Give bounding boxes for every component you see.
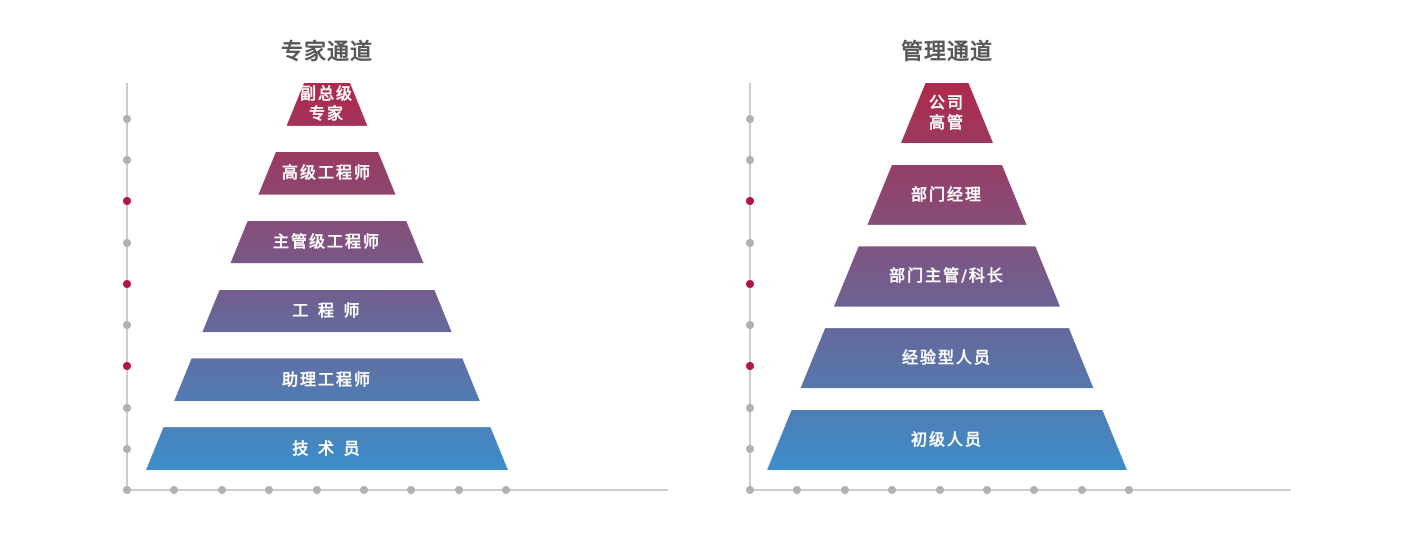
- gray-axis-dot: [746, 486, 754, 494]
- pyramid-level-5: 初级人员: [767, 409, 1127, 470]
- pyramid-level-label: 公司: [928, 93, 965, 113]
- chart-title: 专家通道: [280, 40, 373, 65]
- pyramid-level-label: 专家: [308, 104, 345, 124]
- gray-axis-dot: [123, 156, 131, 165]
- gray-axis-dot: [123, 444, 131, 453]
- gray-axis-dot: [840, 486, 849, 494]
- gray-axis-dot: [265, 486, 274, 494]
- pyramid-level-2: 部门经理: [867, 164, 1027, 225]
- pyramid-level-label: 工 程 师: [292, 300, 362, 320]
- pyramid-level-label: 助理工程师: [281, 369, 372, 389]
- gray-axis-dot: [1125, 486, 1134, 494]
- gray-axis-dot: [746, 403, 754, 412]
- pyramid-level-label: 副总级: [299, 84, 354, 104]
- red-axis-dot: [746, 279, 754, 288]
- gray-axis-dot: [123, 403, 131, 412]
- pyramid-level-1: 公司高管: [900, 83, 994, 144]
- pyramid-level-label: 部门主管/科长: [889, 266, 1005, 286]
- gray-axis-dot: [983, 486, 991, 494]
- pyramid-level-label: 部门经理: [910, 184, 983, 204]
- red-axis-dot: [746, 362, 754, 371]
- x-axis-line: [127, 489, 668, 491]
- gray-axis-dot: [793, 486, 802, 494]
- pyramid-level-3: 部门主管/科长: [833, 246, 1061, 307]
- gray-axis-dot: [407, 486, 416, 494]
- gray-axis-dot: [746, 115, 754, 123]
- gray-axis-dot: [888, 486, 897, 494]
- red-axis-dot: [746, 197, 754, 206]
- pyramid-level-label: 经验型人员: [901, 348, 992, 368]
- gray-axis-dot: [123, 238, 131, 247]
- pyramid-level-3: 主管级工程师: [230, 220, 424, 264]
- red-axis-dot: [123, 197, 131, 206]
- gray-axis-dot: [312, 486, 321, 494]
- gray-axis-dot: [746, 238, 754, 247]
- pyramid-level-4: 经验型人员: [800, 328, 1094, 389]
- red-axis-dot: [123, 279, 131, 288]
- gray-axis-dot: [123, 321, 131, 330]
- gray-axis-dot: [123, 486, 131, 494]
- pyramid-level-6: 技 术 员: [146, 427, 508, 470]
- gray-axis-dot: [454, 486, 463, 494]
- pyramid-level-label: 高级工程师: [281, 163, 372, 183]
- pyramid-level-label: 高管: [928, 113, 965, 133]
- gray-axis-dot: [1030, 486, 1039, 494]
- gray-axis-dot: [746, 444, 754, 453]
- pyramid-level-5: 助理工程师: [174, 358, 480, 401]
- x-axis-line: [750, 489, 1291, 491]
- pyramid-level-label: 初级人员: [910, 429, 983, 449]
- gray-axis-dot: [123, 115, 131, 123]
- red-axis-dot: [123, 362, 131, 371]
- gray-axis-dot: [502, 486, 511, 494]
- gray-axis-dot: [217, 486, 226, 494]
- pyramid-level-2: 高级工程师: [258, 151, 396, 195]
- gray-axis-dot: [1077, 486, 1086, 494]
- chart-title: 管理通道: [900, 40, 993, 65]
- gray-axis-dot: [360, 486, 368, 494]
- gray-axis-dot: [746, 156, 754, 165]
- pyramid-level-label: 主管级工程师: [272, 232, 381, 252]
- gray-axis-dot: [746, 321, 754, 330]
- pyramid-level-label: 技 术 员: [292, 438, 362, 458]
- gray-axis-dot: [170, 486, 179, 494]
- pyramid-level-4: 工 程 师: [202, 289, 452, 333]
- gray-axis-dot: [935, 486, 944, 494]
